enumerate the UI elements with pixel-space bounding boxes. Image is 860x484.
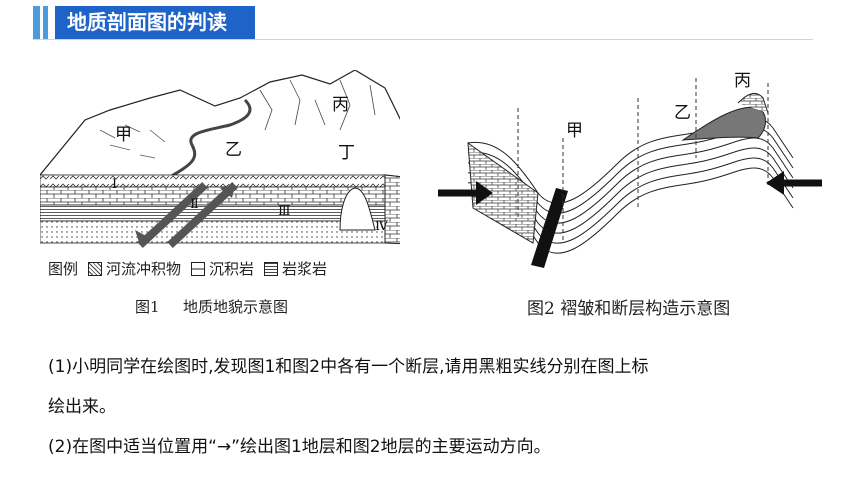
- legend-title: 图例: [48, 260, 79, 278]
- river: [164, 98, 252, 182]
- question-1-line-1: (1)小明同学在绘图时,发现图1和图2中各有一个断层,请用黑粗实线分别在图上标: [48, 357, 649, 377]
- magmatic-swatch-icon: [264, 261, 279, 276]
- header-accent-bar-thin: [43, 6, 48, 39]
- fig1-label-yi: 乙: [225, 140, 242, 160]
- anticline-top-layer: [681, 106, 766, 141]
- figure2-fold-fault-diagram: 甲 乙 丙: [438, 71, 822, 268]
- fault-line: [531, 188, 568, 268]
- fault-arrow-down: [137, 182, 208, 248]
- page-title: 地质剖面图的判读: [55, 6, 255, 39]
- fig1-label-bing: 丙: [332, 95, 349, 115]
- left-fault-block: [467, 141, 539, 244]
- legend-item-magmatic: 岩浆岩: [282, 260, 328, 278]
- header-divider: [33, 39, 813, 40]
- question-2: (2)在图中适当位置用“→”绘出图1地层和图2地层的主要运动方向。: [48, 437, 551, 457]
- fig1-label-roman1: Ⅰ: [112, 177, 117, 192]
- figure1-caption-number: 图1: [135, 298, 160, 316]
- figure1-block-diagram: 甲 乙 丙 丁 Ⅰ Ⅱ Ⅲ Ⅳ: [40, 70, 400, 248]
- fig1-label-jia: 甲: [115, 125, 132, 145]
- fig1-label-roman4: Ⅳ: [375, 219, 389, 234]
- sedimentary-swatch-icon: [191, 261, 206, 276]
- figure2-caption: 图2 褶皱和断层构造示意图: [527, 299, 731, 319]
- fig1-label-ding: 丁: [338, 143, 355, 163]
- fault-arrow-up: [167, 182, 238, 248]
- fig1-label-roman2: Ⅱ: [190, 197, 199, 212]
- alluvium-swatch-icon: [88, 261, 103, 276]
- legend-item-alluvium: 河流冲积物: [106, 260, 182, 278]
- question-1-line-2: 绘出来。: [48, 397, 116, 417]
- header-accent-bar: [33, 6, 40, 39]
- magma-intrusion: [339, 187, 376, 231]
- figure1-legend: 图例 河流冲积物 沉积岩 岩浆岩: [48, 258, 327, 279]
- fig2-label-bing: 丙: [734, 71, 751, 91]
- fig2-label-yi: 乙: [674, 103, 691, 123]
- figure1-caption-text: 地质地貌示意图: [183, 298, 289, 316]
- fig2-label-jia: 甲: [566, 121, 583, 141]
- fig1-label-roman3: Ⅲ: [278, 204, 291, 219]
- legend-item-sedimentary: 沉积岩: [209, 260, 255, 278]
